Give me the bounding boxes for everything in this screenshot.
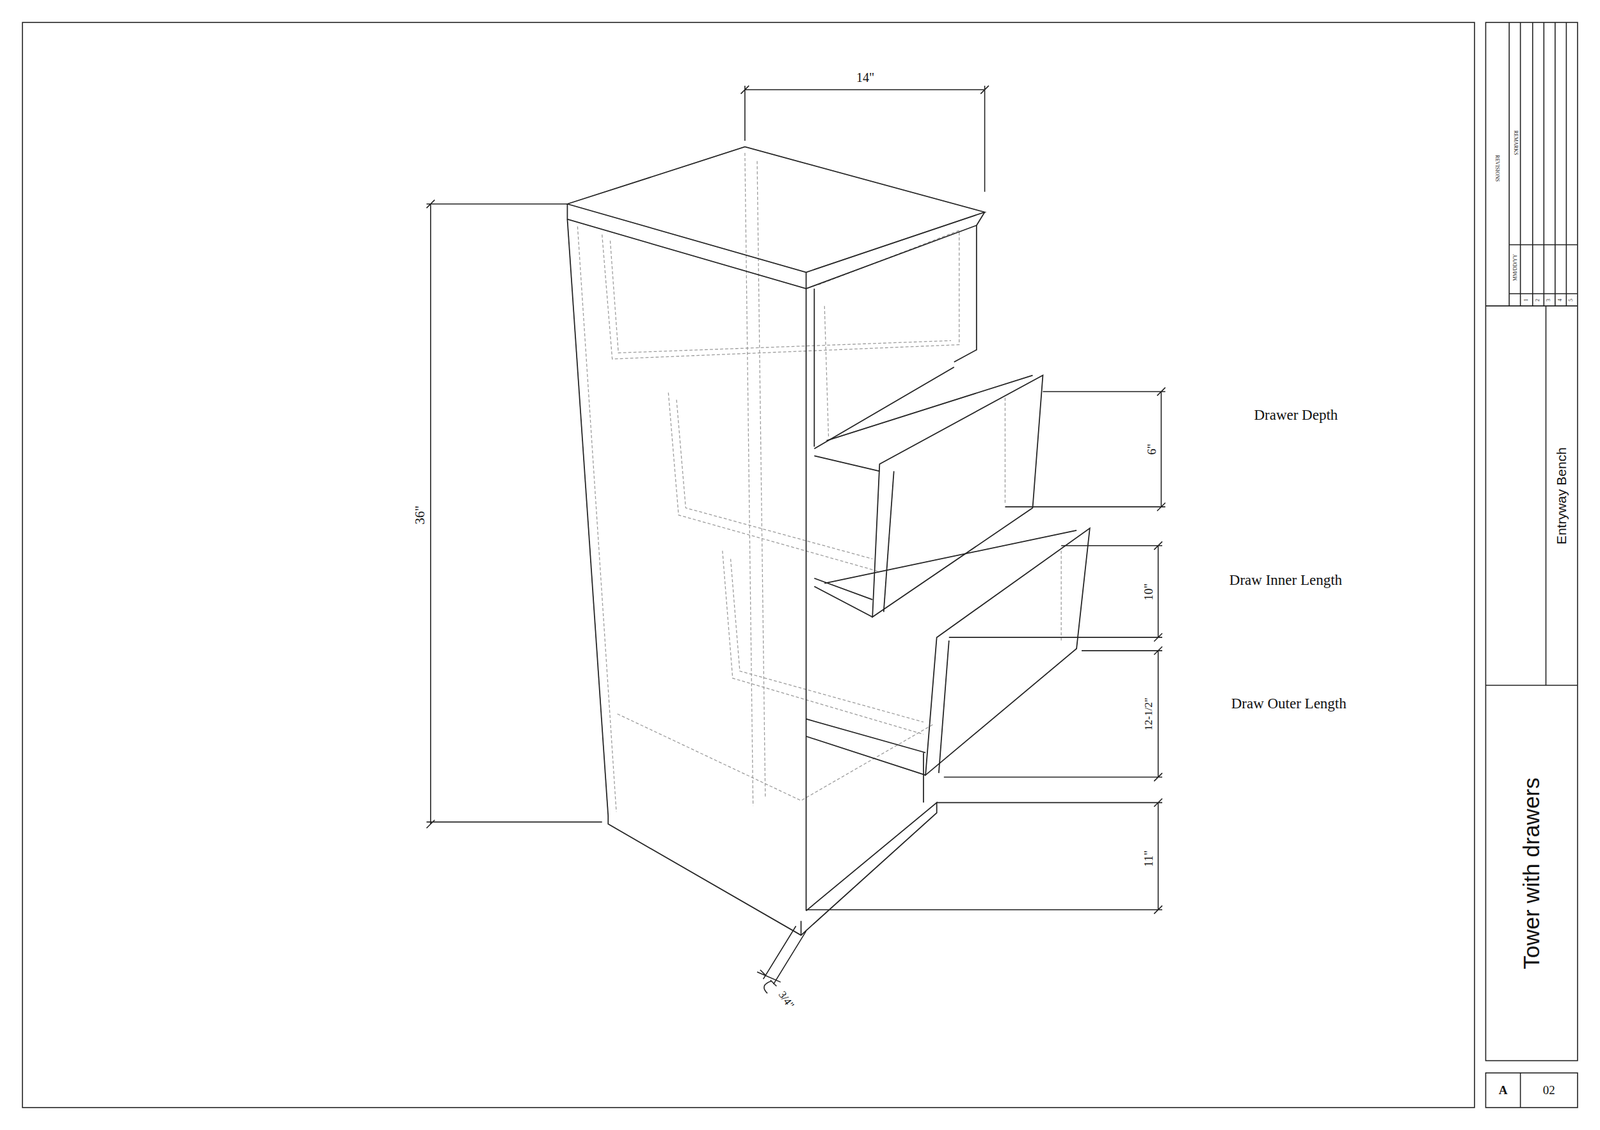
cabinet-outline	[567, 147, 1090, 936]
dimension-text: 12-1/2"	[1142, 695, 1156, 733]
dimension-text: 14"	[854, 69, 877, 86]
table-header: REVISIONS	[1494, 154, 1501, 182]
title-text: A	[1498, 1084, 1508, 1098]
callout-label: Draw Inner Length	[1229, 572, 1343, 589]
title-text: Tower with drawers	[1519, 777, 1545, 970]
table-header: MM/DD/YY	[1512, 254, 1519, 281]
dimension-text: 3/4"	[773, 986, 798, 1013]
sheet-cell: 02	[1521, 1074, 1577, 1108]
row-number: 1	[1523, 298, 1530, 302]
sheet-cell: A	[1486, 1074, 1520, 1108]
title-text: Entryway Bench	[1554, 447, 1570, 545]
title-cell: Entryway Bench	[1546, 307, 1577, 685]
dimension-text: 6"	[1144, 441, 1160, 457]
title-text: 02	[1543, 1084, 1556, 1098]
hidden-lines	[577, 152, 1062, 813]
table-header: REMARKS	[1512, 130, 1519, 156]
dimension-lines	[426, 85, 1165, 994]
dimension-text: 10"	[1141, 581, 1157, 603]
sheet-border	[22, 22, 1475, 1108]
dimension-text: 36"	[412, 503, 429, 527]
callout-label: Draw Outer Length	[1231, 695, 1347, 712]
row-number: 2	[1534, 298, 1541, 302]
title-cell: Tower with drawers	[1486, 686, 1577, 1061]
title-block	[1485, 22, 1577, 1108]
dimension-text: 11"	[1141, 848, 1157, 870]
callout-label: Drawer Depth	[1253, 407, 1338, 424]
row-number: 3	[1546, 298, 1552, 302]
row-number: 5	[1568, 298, 1575, 302]
row-number: 4	[1557, 298, 1563, 302]
